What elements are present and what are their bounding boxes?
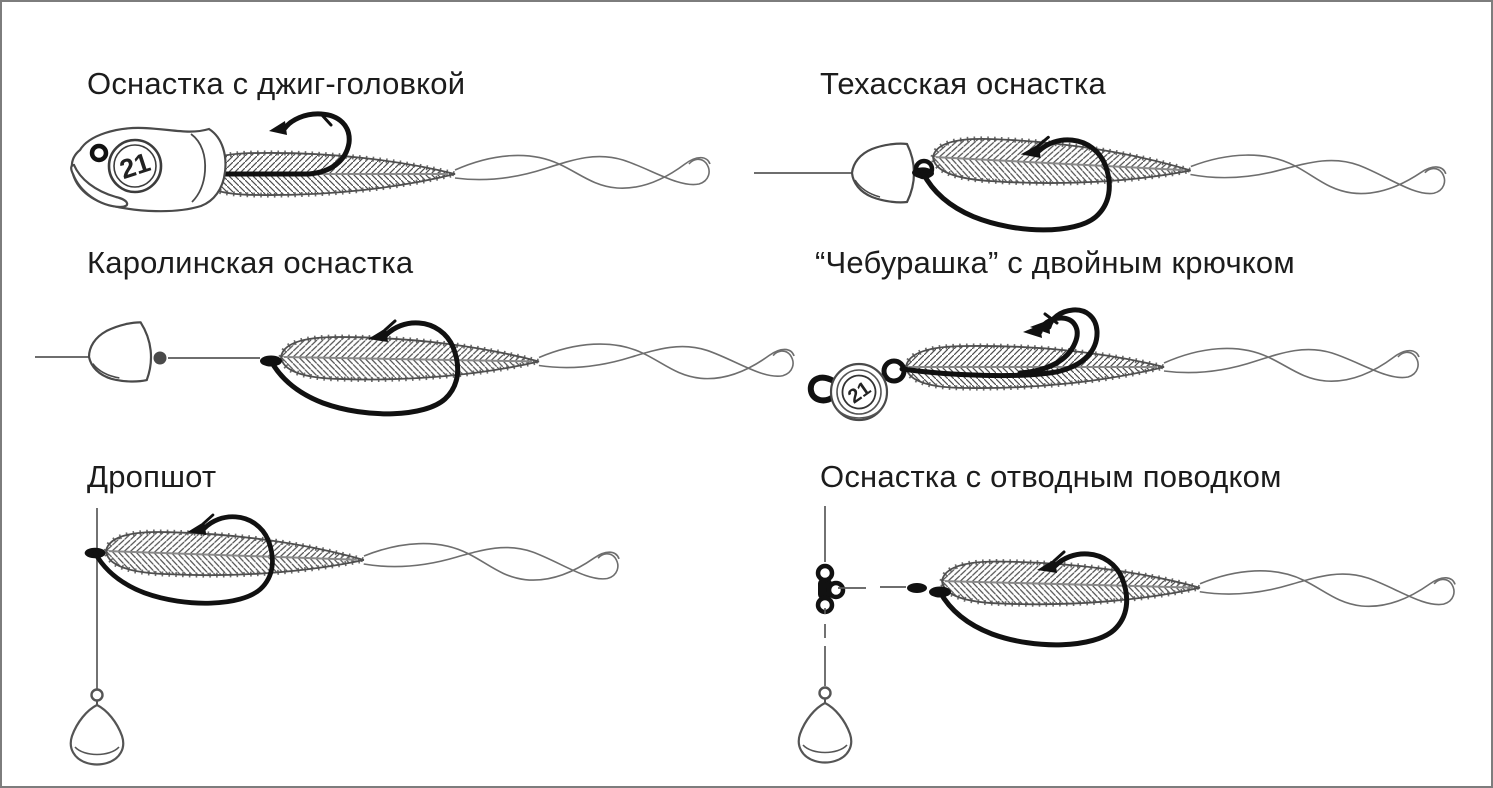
dropshot-weight-icon	[69, 688, 125, 766]
soft-plastic-bait	[941, 560, 1455, 616]
soft-plastic-bait	[932, 136, 1447, 205]
bullet-sinker-icon	[84, 320, 155, 388]
rig-label-carolina: Каролинская оснастка	[87, 245, 414, 280]
dropshot-weight-icon	[797, 686, 853, 764]
cheburashka-rig-illustration: 21	[807, 307, 1472, 422]
dropshot-rig-illustration	[69, 508, 660, 766]
bead-icon	[153, 351, 167, 365]
carolina-rig-illustration	[35, 307, 807, 432]
soft-plastic-bait	[906, 346, 1419, 388]
rig-label-texas: Техасская оснастка	[820, 66, 1106, 101]
rig-label-cheburashka: “Чебурашка” с двойным крючком	[815, 245, 1295, 280]
rig-label-dropper-leader: Оснастка с отводным поводком	[820, 459, 1282, 494]
rig-label-jig-head: Оснастка с джиг-головкой	[87, 66, 466, 101]
cheburashka-weight-icon: 21	[807, 358, 907, 422]
split-ring-icon	[881, 358, 907, 384]
rig-label-dropshot: Дропшот	[87, 459, 217, 494]
double-hook-icon	[899, 307, 1100, 379]
dropper-leader-rig-illustration	[797, 506, 1482, 764]
bullet-sinker-icon	[850, 142, 916, 204]
texas-rig-illustration	[754, 107, 1452, 242]
jig-hook-icon	[196, 111, 352, 177]
leader-line	[838, 586, 906, 589]
three-way-swivel-icon	[818, 566, 843, 612]
soft-plastic-bait	[105, 530, 619, 590]
jig-head-rig-illustration: 21	[70, 111, 722, 213]
ring-eye-icon	[89, 143, 109, 163]
soft-plastic-bait	[281, 336, 795, 387]
wire-loop-icon	[807, 374, 838, 404]
jig-head-weight-icon: 21	[70, 126, 227, 213]
leader-knot	[907, 583, 927, 593]
